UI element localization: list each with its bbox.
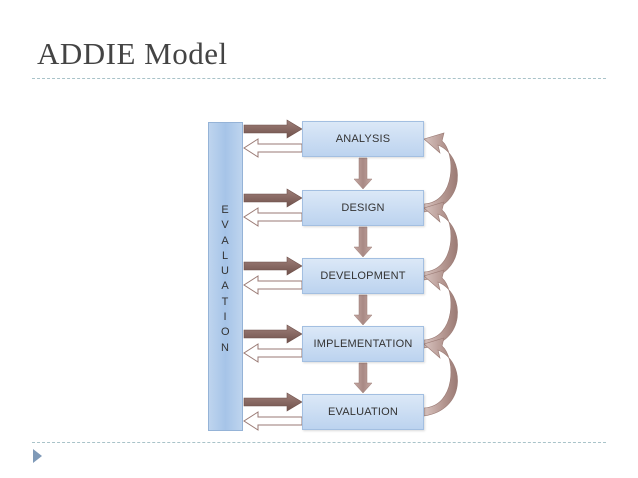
return-arrow (243, 275, 303, 295)
forward-arrow (243, 392, 303, 412)
stage-design: DESIGN (302, 190, 424, 226)
return-arrow (243, 207, 303, 227)
stage-development: DEVELOPMENT (302, 258, 424, 294)
slide-title: ADDIE Model (37, 36, 228, 71)
feedback-arrow (423, 201, 458, 281)
stage-evaluation: EVALUATION (302, 394, 424, 430)
return-arrow (243, 343, 303, 363)
forward-arrow (243, 188, 303, 208)
forward-arrow (243, 256, 303, 276)
down-arrow (353, 157, 373, 190)
feedback-arrow (423, 269, 458, 349)
return-arrow (243, 138, 303, 158)
evaluation-bar: EVALUATION (208, 122, 243, 431)
forward-arrow (243, 324, 303, 344)
footer-divider (32, 442, 606, 443)
stage-implementation: IMPLEMENTATION (302, 326, 424, 362)
feedback-arrow (423, 337, 458, 417)
evaluation-bar-label: EVALUATION (221, 204, 231, 354)
down-arrow (353, 362, 373, 394)
down-arrow (353, 294, 373, 326)
down-arrow (353, 226, 373, 258)
bullet-arrow-icon (33, 449, 42, 463)
return-arrow (243, 411, 303, 431)
feedback-arrow (423, 132, 458, 213)
forward-arrow (243, 119, 303, 139)
stage-analysis: ANALYSIS (302, 121, 424, 157)
title-divider (32, 78, 606, 79)
